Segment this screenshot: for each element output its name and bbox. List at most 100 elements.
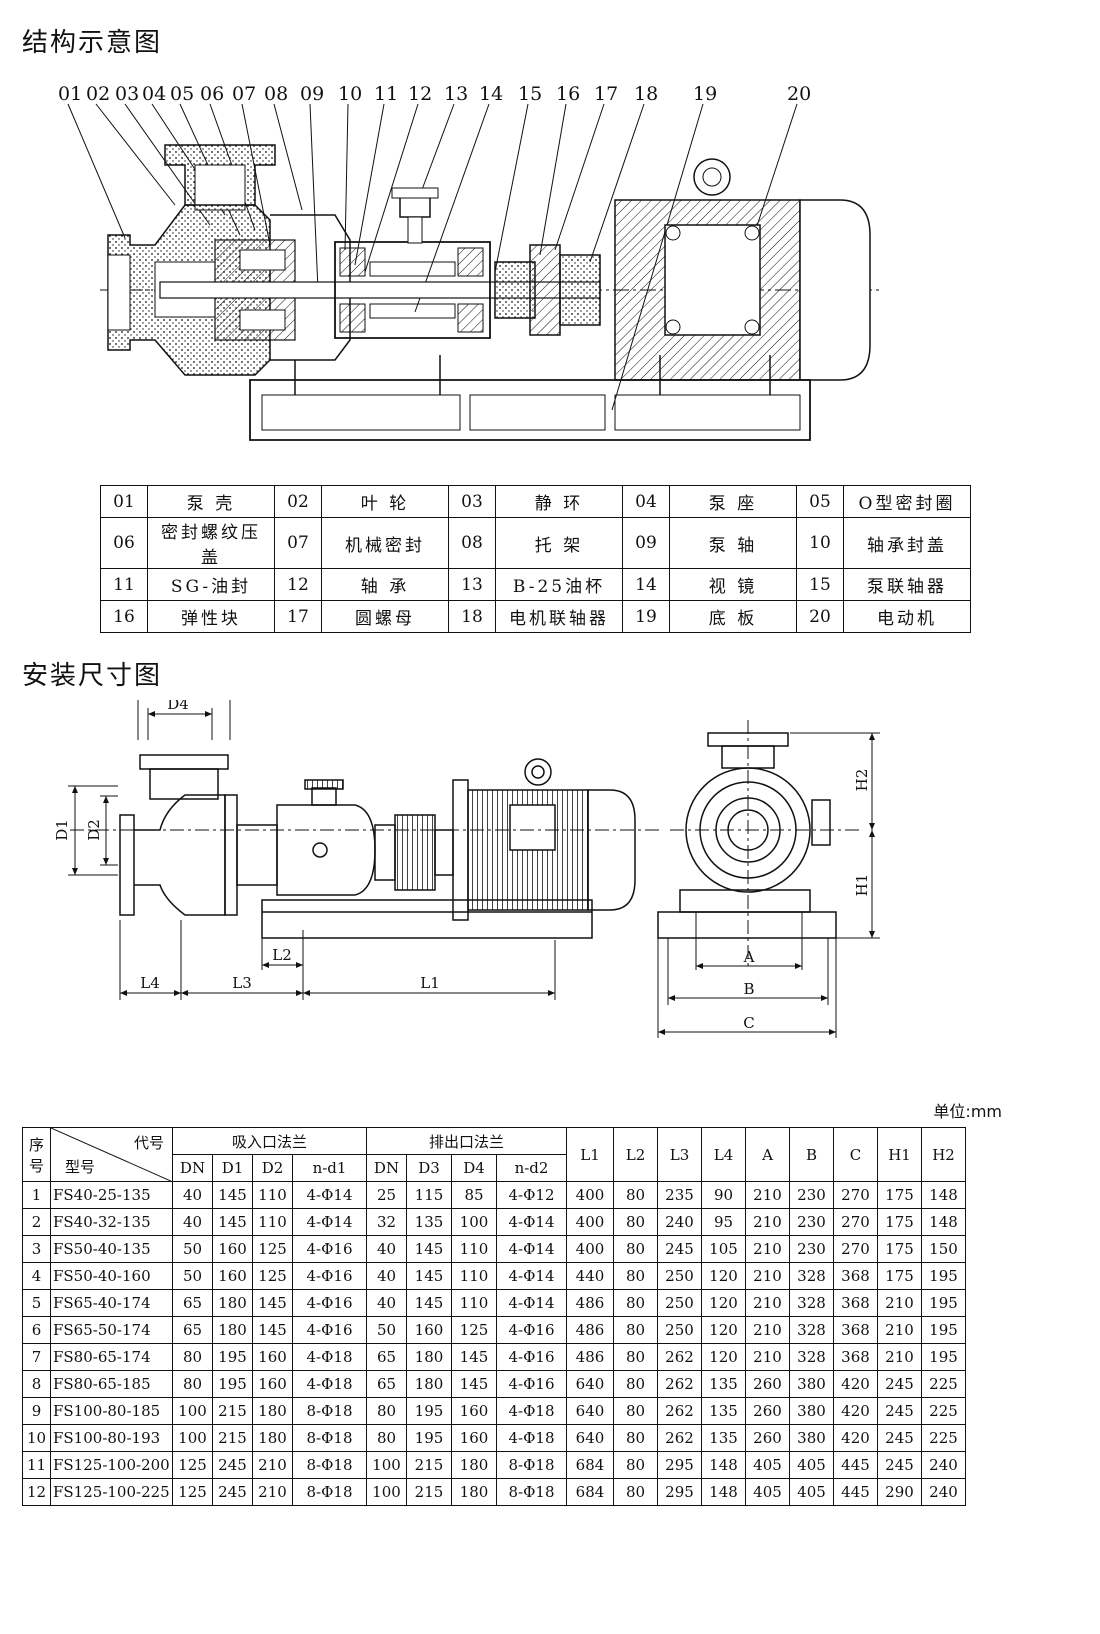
callout-12: 12	[408, 83, 432, 105]
table-cell: 135	[701, 1397, 746, 1425]
dim-D2: D2	[85, 819, 103, 841]
table-cell: 50	[172, 1235, 213, 1263]
part-name: 托 架	[495, 517, 623, 569]
part-name: 密封螺纹压盖	[147, 517, 275, 569]
table-cell: 125	[172, 1451, 213, 1479]
table-cell: 328	[789, 1316, 834, 1344]
table-cell: 4-Φ16	[496, 1316, 567, 1344]
table-cell: 230	[789, 1181, 834, 1209]
table-cell: 32	[366, 1208, 407, 1236]
header-col: n-d1	[292, 1154, 367, 1182]
part-name: 泵联轴器	[843, 568, 971, 601]
header-discharge: 排出口法兰	[366, 1127, 567, 1155]
table-cell: 110	[252, 1181, 293, 1209]
table-cell: 245	[877, 1370, 922, 1398]
table-cell: 40	[172, 1208, 213, 1236]
table-cell: 260	[745, 1370, 790, 1398]
table-cell: 380	[789, 1424, 834, 1452]
table-cell: 210	[745, 1316, 790, 1344]
part-name: SG-油封	[147, 568, 275, 601]
part-name: 泵 座	[669, 485, 797, 518]
table-cell: 260	[745, 1424, 790, 1452]
part-num: 07	[274, 517, 322, 569]
part-num: 03	[448, 485, 496, 518]
table-cell: 210	[745, 1289, 790, 1317]
table-cell: 120	[701, 1316, 746, 1344]
table-cell: 180	[451, 1478, 497, 1506]
table-cell: 245	[212, 1451, 253, 1479]
table-cell: 100	[366, 1478, 407, 1506]
table-cell: 684	[566, 1451, 614, 1479]
header-col: L3	[657, 1127, 702, 1182]
callout-17: 17	[594, 83, 618, 105]
table-cell: 4-Φ12	[496, 1181, 567, 1209]
table-cell: 80	[172, 1370, 213, 1398]
table-cell: 145	[451, 1343, 497, 1371]
header-col: B	[789, 1127, 834, 1182]
table-cell: 125	[451, 1316, 497, 1344]
callout-15: 15	[518, 83, 542, 105]
table-cell: 262	[657, 1397, 702, 1425]
table-cell: 420	[833, 1370, 878, 1398]
table-cell: 215	[406, 1478, 452, 1506]
table-cell: 368	[833, 1316, 878, 1344]
table-cell: 148	[701, 1478, 746, 1506]
header-code-model: 代号 型号	[50, 1127, 173, 1182]
table-cell: 420	[833, 1424, 878, 1452]
table-cell: 175	[877, 1262, 922, 1290]
table-cell: 145	[212, 1208, 253, 1236]
table-cell: 80	[613, 1316, 658, 1344]
row-seq: 7	[22, 1343, 51, 1371]
table-cell: 245	[877, 1424, 922, 1452]
table-cell: 80	[613, 1235, 658, 1263]
callout-16: 16	[556, 83, 580, 105]
table-cell: 40	[366, 1289, 407, 1317]
table-cell: 210	[745, 1235, 790, 1263]
callout-18: 18	[634, 83, 658, 105]
table-cell: 4-Φ14	[292, 1208, 367, 1236]
table-cell: 4-Φ18	[496, 1424, 567, 1452]
legend-row: 06 密封螺纹压盖 07 机械密封 08 托 架 09 泵 轴 10 轴承封盖	[100, 517, 971, 569]
part-num: 02	[274, 485, 322, 518]
table-cell: 4-Φ14	[292, 1181, 367, 1209]
table-cell: 640	[566, 1370, 614, 1398]
table-cell: 245	[212, 1478, 253, 1506]
table-cell: 148	[921, 1208, 966, 1236]
install-drawing: D3 D4 D1 D2 L2 L4 L3 L1 H2 H1 A B C	[53, 700, 880, 1038]
table-cell: 4-Φ16	[292, 1316, 367, 1344]
row-seq: 5	[22, 1289, 51, 1317]
table-cell: 8-Φ18	[292, 1397, 367, 1425]
table-cell: 125	[252, 1262, 293, 1290]
part-name: 底 板	[669, 600, 797, 633]
table-cell: 65	[366, 1343, 407, 1371]
table-cell: 40	[366, 1235, 407, 1263]
dim-L3: L3	[232, 974, 252, 992]
table-cell: 368	[833, 1289, 878, 1317]
table-cell: 230	[789, 1235, 834, 1263]
table-cell: 125	[252, 1235, 293, 1263]
dim-B: B	[743, 980, 754, 998]
row-seq: 9	[22, 1397, 51, 1425]
row-model: FS100-80-185	[50, 1397, 173, 1425]
table-cell: 120	[701, 1262, 746, 1290]
part-num: 08	[448, 517, 496, 569]
table-cell: 400	[566, 1208, 614, 1236]
dim-D4: D4	[167, 700, 189, 713]
callout-14: 14	[479, 83, 503, 105]
table-cell: 65	[366, 1370, 407, 1398]
table-cell: 100	[172, 1397, 213, 1425]
table-cell: 245	[877, 1451, 922, 1479]
table-cell: 295	[657, 1451, 702, 1479]
table-cell: 245	[657, 1235, 702, 1263]
table-cell: 400	[566, 1181, 614, 1209]
callout-06: 06	[200, 83, 224, 105]
table-cell: 210	[745, 1208, 790, 1236]
header-col: D1	[212, 1154, 253, 1182]
table-cell: 80	[613, 1181, 658, 1209]
row-seq: 6	[22, 1316, 51, 1344]
dim-H2: H2	[853, 769, 871, 792]
parts-legend: 01 泵 壳 02 叶 轮 03 静 环 04 泵 座 05 O型密封圈 06 …	[100, 485, 971, 633]
